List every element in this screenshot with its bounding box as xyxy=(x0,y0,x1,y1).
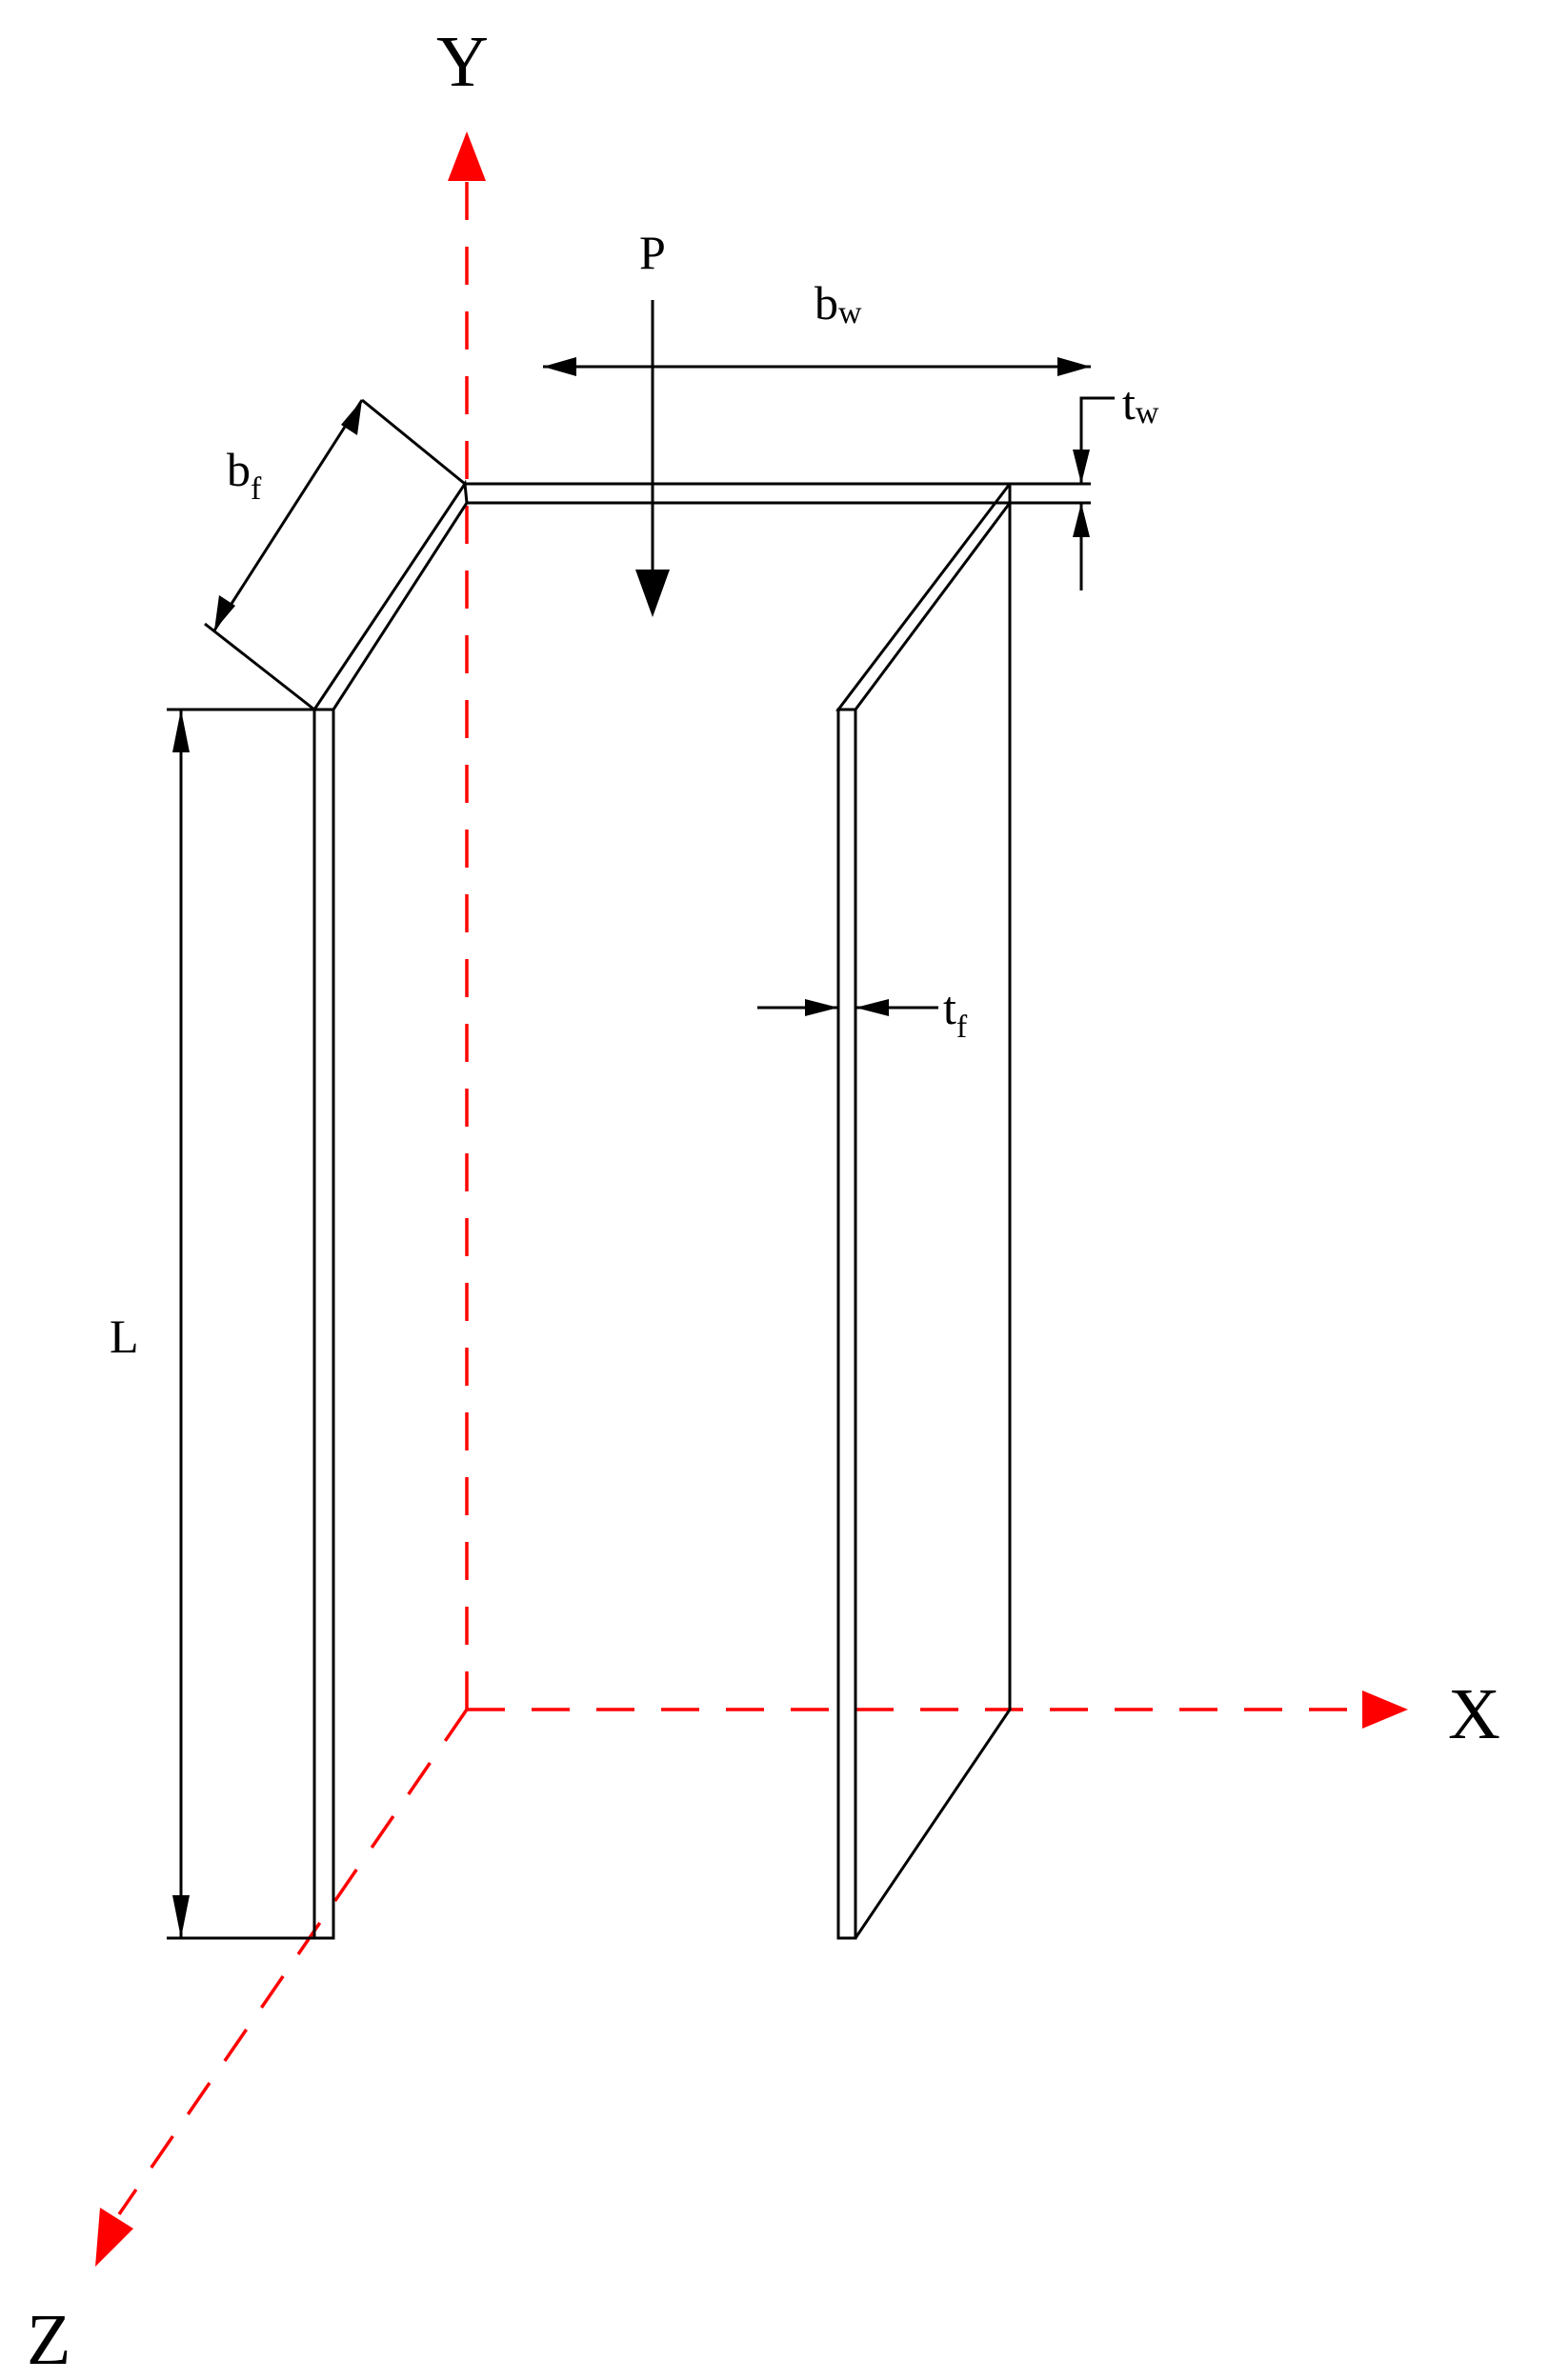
z-axis-label: Z xyxy=(27,2300,70,2380)
z-axis-arrowhead xyxy=(95,2208,133,2267)
bf-label: bf xyxy=(227,443,262,507)
tw-leader-top xyxy=(1079,396,1115,484)
axes: Y X Z xyxy=(27,22,1500,2380)
channel-section xyxy=(312,479,1012,1940)
right-flange-top xyxy=(835,483,1012,711)
bw-arrowhead-right xyxy=(1057,357,1091,376)
l-arrowhead-bottom xyxy=(172,1895,190,1938)
tf-arrowhead-right xyxy=(855,999,889,1016)
load-label: P xyxy=(639,226,666,279)
bf-arrowhead-bottom xyxy=(214,595,235,630)
dim-flange-thickness: tf xyxy=(757,981,968,1045)
left-flange-top xyxy=(312,479,469,710)
tw-arrowhead-top xyxy=(1073,450,1090,484)
bf-extension-bottom xyxy=(204,622,315,711)
y-axis-arrowhead xyxy=(448,131,486,181)
tf-arrowhead-left xyxy=(805,999,838,1016)
load-arrowhead xyxy=(635,570,670,617)
z-axis-line xyxy=(117,1709,469,2215)
bf-dimension-line xyxy=(212,399,364,631)
dim-web-width: bw xyxy=(543,276,1091,376)
dim-length: L xyxy=(110,708,314,1940)
dim-flange-width: bf xyxy=(204,398,466,711)
l-label: L xyxy=(110,1310,139,1363)
tw-arrowhead-bottom xyxy=(1073,503,1090,537)
tw-label: tw xyxy=(1122,376,1159,430)
x-axis-arrowhead xyxy=(1362,1690,1408,1729)
bf-extension-top xyxy=(361,398,466,486)
right-flange-plate xyxy=(836,708,857,1940)
y-axis-label: Y xyxy=(436,22,489,102)
x-axis-label: X xyxy=(1448,1674,1500,1754)
load-p: P xyxy=(635,226,670,617)
dim-web-thickness: tw xyxy=(1010,376,1159,590)
tf-label: tf xyxy=(943,981,968,1045)
bw-arrowhead-left xyxy=(543,357,576,376)
l-arrowhead-top xyxy=(172,710,190,752)
web-plate xyxy=(465,482,1012,505)
left-flange-plate xyxy=(312,708,335,1940)
bw-label: bw xyxy=(815,276,862,330)
right-back-face xyxy=(854,484,1012,1939)
bf-arrowhead-top xyxy=(341,400,362,435)
